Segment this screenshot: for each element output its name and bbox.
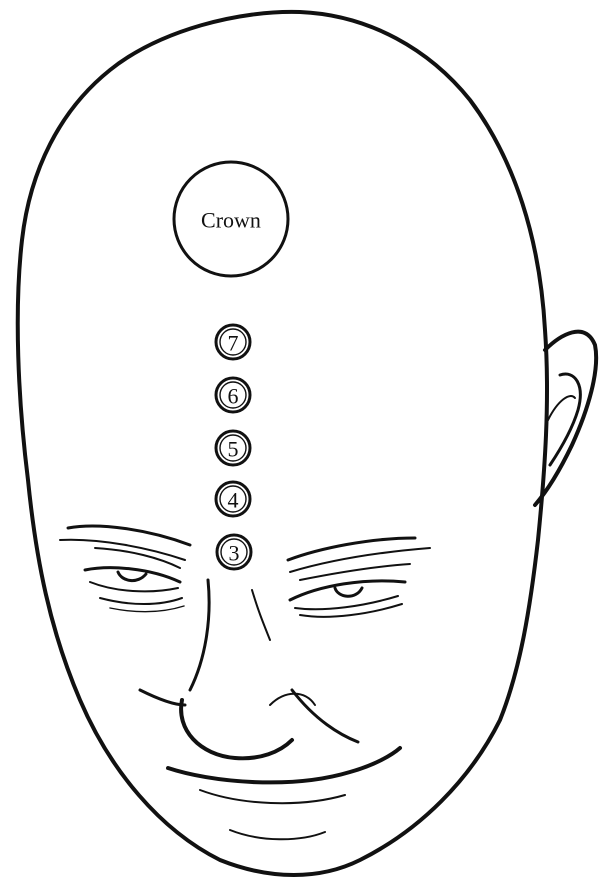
chin-line xyxy=(230,830,325,839)
point-5: 5 xyxy=(216,431,250,465)
point-3-label: 3 xyxy=(229,541,240,566)
right-cheek-line xyxy=(292,690,358,742)
left-eye-iris xyxy=(118,572,146,581)
right-eyebrow-line3 xyxy=(300,564,410,580)
left-eyebrow-line3 xyxy=(95,548,180,568)
nostril xyxy=(270,694,315,705)
crown-label: Crown xyxy=(201,208,261,233)
left-eye-lower-lid xyxy=(90,582,178,591)
left-eyebrow xyxy=(68,526,190,545)
left-eye-crease2 xyxy=(110,606,184,612)
right-ear-fold xyxy=(548,396,575,420)
point-5-label: 5 xyxy=(228,437,239,462)
point-6: 6 xyxy=(216,378,250,412)
nose-tip xyxy=(181,700,292,758)
mouth-upper xyxy=(168,748,400,782)
point-4-label: 4 xyxy=(228,488,239,513)
right-ear-inner xyxy=(550,374,580,465)
point-7-label: 7 xyxy=(228,331,239,356)
left-cheek-line xyxy=(140,690,185,705)
left-eye-crease xyxy=(100,598,182,604)
right-eye-iris xyxy=(335,588,362,596)
nose-bridge xyxy=(190,580,209,690)
mouth-lower xyxy=(200,790,345,803)
right-eye-lower-lid xyxy=(295,596,398,609)
right-eyebrow xyxy=(288,538,415,560)
point-6-label: 6 xyxy=(228,384,239,409)
point-4: 4 xyxy=(216,482,250,516)
point-7: 7 xyxy=(216,325,250,359)
crown-marker: Crown xyxy=(174,162,288,276)
nose-bridge-right xyxy=(252,590,270,640)
point-3: 3 xyxy=(217,535,251,569)
